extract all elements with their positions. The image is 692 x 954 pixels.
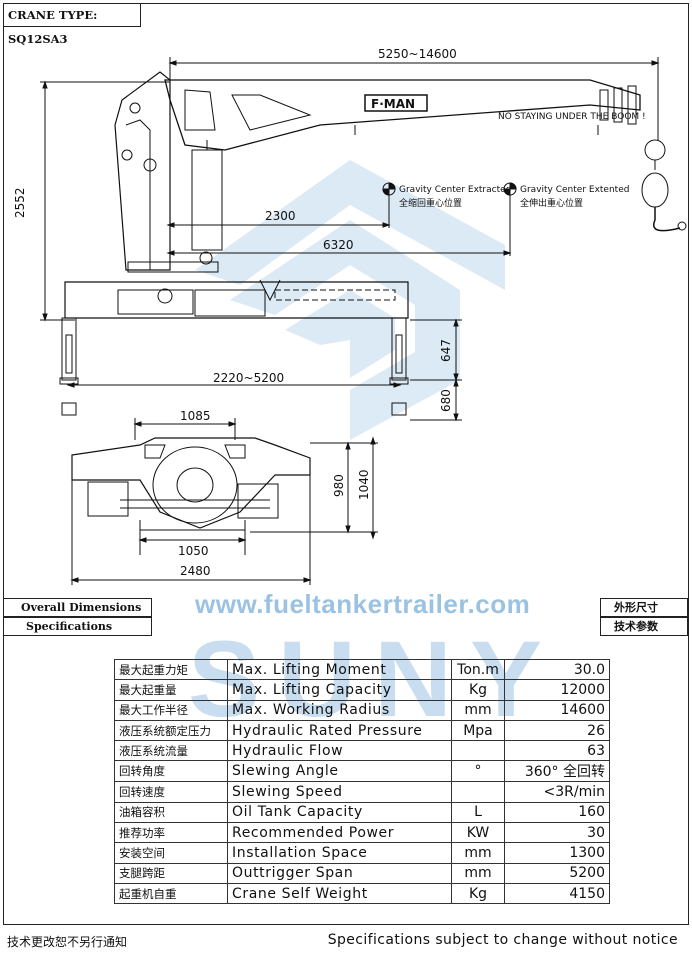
crane-type-title: CRANE TYPE: SQ12SA3 — [3, 3, 141, 46]
spec-name-en: Oil Tank Capacity — [227, 801, 452, 824]
spec-value: 12000 — [504, 679, 610, 701]
spec-name-zh: 最大起重力矩 — [114, 658, 228, 681]
dim-leg-stroke: 647 — [439, 339, 453, 362]
dim-base-top-width: 1085 — [180, 409, 211, 423]
spec-name-en: Outtrigger Span — [227, 862, 452, 884]
gravity-extended-en: Gravity Center Extented — [520, 185, 629, 195]
overall-dimensions-label: Overall Dimensions — [3, 598, 152, 617]
spec-value: 63 — [504, 740, 610, 762]
spec-name-zh: 推荐功率 — [114, 822, 228, 844]
spec-name-en: Hydraulic Flow — [227, 740, 452, 762]
spec-name-zh: 起重机自重 — [114, 882, 228, 905]
spec-name-en: Slewing Angle — [227, 760, 452, 783]
spec-name-zh: 最大起重量 — [114, 679, 228, 701]
dim-leg-ground: 680 — [439, 389, 453, 412]
spec-value: 4150 — [504, 882, 610, 905]
specifications-label-zh: 技术参数 — [600, 617, 688, 636]
dim-overall-width: 2480 — [180, 564, 211, 578]
dim-boom-length: 5250~14600 — [378, 47, 457, 61]
spec-unit: Mpa — [451, 719, 505, 742]
dim-cg-retracted: 2300 — [265, 209, 296, 223]
spec-name-zh: 液压系统流量 — [114, 740, 228, 762]
dim-base-depth: 980 — [332, 474, 346, 497]
dim-base-depth-total: 1040 — [357, 469, 371, 500]
spec-value: 30 — [504, 822, 610, 844]
spec-name-en: Recommended Power — [227, 822, 452, 844]
spec-name-en: Installation Space — [227, 842, 452, 864]
brand-logo: F·MAN — [371, 97, 415, 111]
spec-name-en: Hydraulic Rated Pressure — [227, 719, 452, 742]
spec-unit: KW — [451, 822, 505, 844]
spec-unit: Ton.m — [451, 658, 505, 681]
dim-cg-extended: 6320 — [323, 238, 354, 252]
gravity-retracted-icon — [382, 182, 396, 196]
boom-warning: NO STAYING UNDER THE BOOM ! — [498, 112, 646, 122]
spec-unit — [451, 781, 505, 803]
gravity-extended-icon — [503, 182, 517, 196]
gravity-retracted-zh: 全缩回重心位置 — [399, 197, 462, 209]
spec-unit: L — [451, 801, 505, 824]
spec-value: 360° 全回转 — [504, 760, 610, 783]
spec-name-zh: 油箱容积 — [114, 801, 228, 824]
spec-value: 1300 — [504, 842, 610, 864]
spec-value: 30.0 — [504, 658, 610, 681]
spec-value: 160 — [504, 801, 610, 824]
dim-base-bottom-width: 1050 — [178, 544, 209, 558]
spec-name-zh: 最大工作半径 — [114, 699, 228, 721]
spec-name-zh: 支腿跨距 — [114, 862, 228, 884]
dim-height: 2552 — [13, 187, 27, 218]
drawing-sheet — [3, 3, 689, 925]
spec-name-en: Crane Self Weight — [227, 882, 452, 905]
spec-name-en: Max. Lifting Capacity — [227, 679, 452, 701]
spec-unit: Kg — [451, 882, 505, 905]
watermark-url: www.fueltankertrailer.com — [195, 589, 531, 619]
overall-dimensions-label-zh: 外形尺寸 — [600, 598, 688, 617]
spec-unit — [451, 740, 505, 762]
gravity-extended-zh: 全伸出重心位置 — [520, 197, 583, 209]
spec-unit: mm — [451, 862, 505, 884]
spec-name-zh: 回转速度 — [114, 781, 228, 803]
spec-unit: mm — [451, 842, 505, 864]
footer-note-en: Specifications subject to change without… — [327, 932, 678, 948]
watermark-logo-shape — [195, 160, 505, 440]
spec-unit: Kg — [451, 679, 505, 701]
spec-name-en: Max. Working Radius — [227, 699, 452, 721]
spec-unit: mm — [451, 699, 505, 721]
dim-outrigger-span: 2220~5200 — [213, 371, 284, 385]
spec-name-zh: 安装空间 — [114, 842, 228, 864]
gravity-retracted-en: Gravity Center Extracted — [399, 185, 511, 195]
spec-value: <3R/min — [504, 781, 610, 803]
spec-name-en: Slewing Speed — [227, 781, 452, 803]
spec-name-zh: 回转角度 — [114, 760, 228, 783]
spec-unit: ° — [451, 760, 505, 783]
spec-value: 14600 — [504, 699, 610, 721]
spec-name-zh: 液压系统额定压力 — [114, 719, 228, 742]
spec-name-en: Max. Lifting Moment — [227, 658, 452, 681]
spec-value: 5200 — [504, 862, 610, 884]
footer-note-zh: 技术更改恕不另行通知 — [7, 935, 128, 949]
spec-value: 26 — [504, 719, 610, 742]
specifications-label: Specifications — [3, 617, 152, 636]
